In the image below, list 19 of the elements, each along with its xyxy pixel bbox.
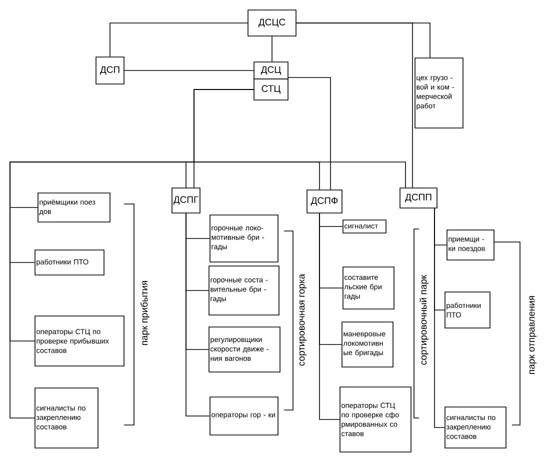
unit-box: СТЦ <box>254 78 288 100</box>
unit-box: ДСЦС <box>248 10 296 36</box>
group-label: сортировочная горка <box>299 274 307 366</box>
connector-line <box>124 70 254 71</box>
unit-box: ДСЦ <box>254 62 288 80</box>
group-label: парк прибытия <box>140 280 150 345</box>
group-label: сортировочный парк <box>419 274 429 365</box>
connector-line <box>434 208 445 428</box>
unit-box: ДСП <box>96 56 124 84</box>
connector-line <box>186 213 210 416</box>
unit-box: ДСПФ <box>306 190 342 214</box>
connector-line <box>110 22 248 57</box>
connector-line <box>194 89 406 188</box>
unit-box: ДСПГ <box>172 188 200 214</box>
group-label: парк отправления <box>529 296 537 374</box>
unit-box: ДСПП <box>400 188 438 208</box>
connector-line <box>288 77 331 190</box>
connector-line <box>296 22 413 188</box>
connector-line <box>319 213 340 420</box>
